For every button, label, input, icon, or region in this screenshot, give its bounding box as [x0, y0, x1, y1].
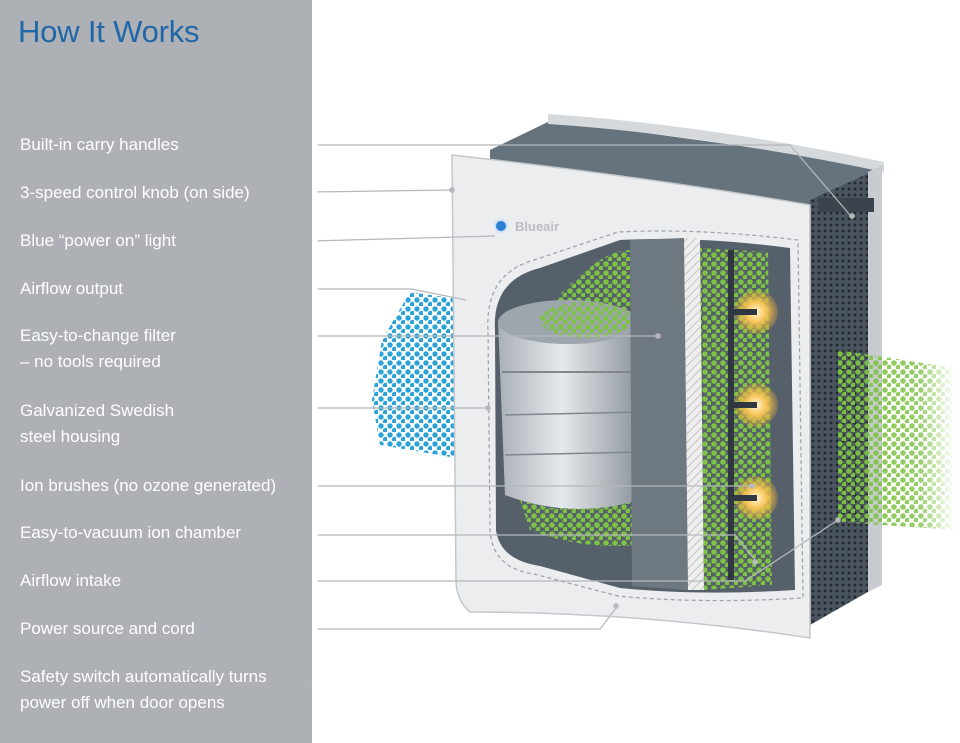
power-light-icon: [494, 219, 508, 233]
ion-brush: [731, 309, 757, 315]
label-line: Galvanized Swedish: [20, 401, 175, 420]
label-line: – no tools required: [20, 352, 161, 371]
fan-ring-line: [504, 451, 641, 456]
brand-logo: Blueair: [515, 219, 559, 234]
fan-ring-line: [504, 411, 641, 416]
label-line: Power source and cord: [20, 619, 195, 638]
label-line: Safety switch automatically turns: [20, 667, 267, 686]
label-airflow-output: Airflow output: [20, 276, 310, 302]
carry-handle: [548, 114, 884, 172]
label-line: Built-in carry handles: [20, 135, 179, 154]
label-safety-switch: Safety switch automatically turns power …: [20, 664, 310, 716]
label-ion-chamber: Easy-to-vacuum ion chamber: [20, 520, 310, 546]
label-line: power off when door opens: [20, 693, 225, 712]
sidebar-notches: [312, 139, 318, 635]
cutaway-outline: [487, 230, 804, 602]
label-power-light: Blue “power on” light: [20, 228, 310, 254]
label-steel-housing: Galvanized Swedish steel housing: [20, 398, 310, 450]
leader-dots: [449, 187, 855, 609]
intake-air-dots: [838, 350, 955, 530]
label-ion-brushes: Ion brushes (no ozone generated): [20, 473, 310, 499]
divider-plate: [630, 238, 688, 590]
label-control-knob: 3-speed control knob (on side): [20, 180, 310, 206]
label-power-source: Power source and cord: [20, 616, 310, 642]
ion-brush: [731, 495, 757, 501]
label-carry-handles: Built-in carry handles: [20, 132, 310, 158]
label-line: Blue “power on” light: [20, 231, 176, 250]
side-handle-slot: [818, 198, 874, 212]
label-line: 3-speed control knob (on side): [20, 183, 250, 202]
label-filter: Easy-to-change filter – no tools require…: [20, 323, 310, 375]
label-line: steel housing: [20, 427, 121, 446]
label-line: Airflow intake: [20, 571, 122, 590]
label-line: Easy-to-vacuum ion chamber: [20, 523, 242, 542]
fan-top-ring: [540, 302, 632, 338]
label-line: Airflow output: [20, 279, 123, 298]
label-line: Easy-to-change filter: [20, 326, 176, 345]
sidebar: [0, 0, 312, 743]
leader-lines: [308, 144, 851, 683]
label-line: Ion brushes (no ozone generated): [20, 476, 277, 495]
label-airflow-intake: Airflow intake: [20, 568, 310, 594]
ion-brush: [731, 402, 757, 408]
fan-cylinder: [498, 311, 640, 509]
outflow-air-dots: [372, 292, 468, 460]
ion-brush-rod: [728, 250, 734, 580]
page-title: How It Works: [18, 14, 200, 49]
filter-panel: [684, 238, 704, 590]
